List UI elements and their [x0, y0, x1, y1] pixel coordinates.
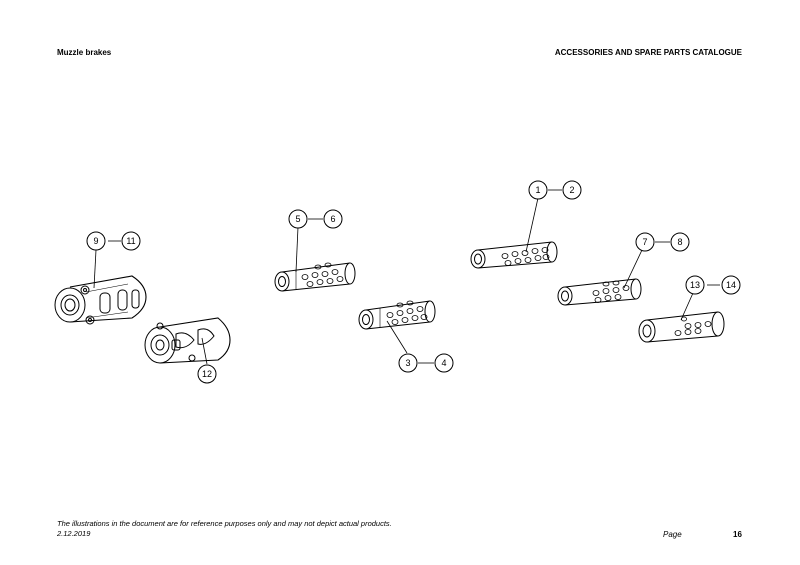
callout-circles	[86, 180, 741, 384]
callout-13: 13	[690, 280, 700, 290]
callout-14: 14	[726, 280, 736, 290]
callout-8: 8	[677, 237, 682, 247]
muzzle-brake-12	[144, 317, 231, 364]
callout-3: 3	[405, 358, 410, 368]
callout-9: 9	[93, 236, 98, 246]
catalogue-title: ACCESSORIES AND SPARE PARTS CATALOGUE	[554, 48, 742, 57]
document-date: 2.12.2019	[57, 529, 91, 538]
compensator-1-2	[470, 241, 558, 269]
disclaimer: The illustrations in the document are fo…	[57, 519, 392, 528]
callout-5: 5	[295, 214, 300, 224]
callout-7: 7	[642, 237, 647, 247]
section-title: Muzzle brakes	[57, 48, 112, 57]
compensator-5-6	[274, 262, 356, 292]
muzzle-brake-9-11	[54, 275, 147, 325]
compensator-13-14	[638, 311, 725, 343]
callout-2: 2	[569, 185, 574, 195]
page-label: Page	[663, 530, 682, 539]
callout-1: 1	[535, 185, 540, 195]
callout-6: 6	[330, 214, 335, 224]
compensator-3-4	[358, 300, 436, 330]
page-number: 16	[733, 530, 742, 539]
compensator-7-8	[557, 278, 642, 306]
callout-4: 4	[441, 358, 446, 368]
leader-lines	[93, 189, 720, 365]
callout-11: 11	[126, 236, 135, 246]
callout-12: 12	[202, 369, 212, 379]
